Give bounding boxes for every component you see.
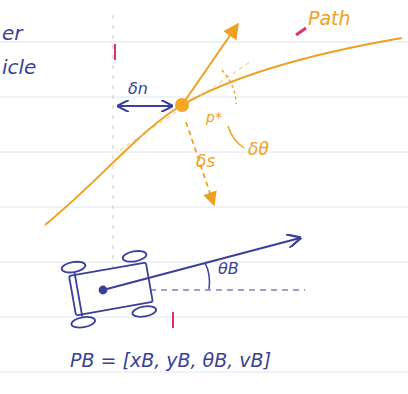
offset-label: δn: [128, 80, 148, 98]
angle-label: θB: [218, 260, 239, 278]
pink-mark: [296, 28, 306, 35]
tangent-arrow: [182, 24, 238, 105]
angle-arc: [205, 263, 210, 289]
heading-error-arc: [222, 70, 236, 104]
distance-label: δs: [196, 152, 215, 171]
horizontal-reference: [150, 290, 305, 291]
tick-mark: [172, 312, 174, 328]
closest-point: [175, 98, 189, 112]
vertical-reference: [113, 15, 114, 270]
tick-mark: [114, 44, 116, 60]
leader-line: [228, 126, 244, 148]
ruled-lines: [0, 42, 408, 372]
heading-arrow: [103, 238, 300, 290]
path-label: Path: [308, 8, 351, 29]
point-label: p*: [206, 110, 222, 125]
partial-word: er: [2, 22, 23, 44]
lateral-offset-arrow: [118, 105, 172, 107]
angle-label: δθ: [248, 140, 269, 159]
partial-word: icle: [2, 56, 36, 78]
state-vector: PB = [xB, yB, θB, vB]: [70, 350, 271, 371]
path-curve: [45, 38, 402, 225]
